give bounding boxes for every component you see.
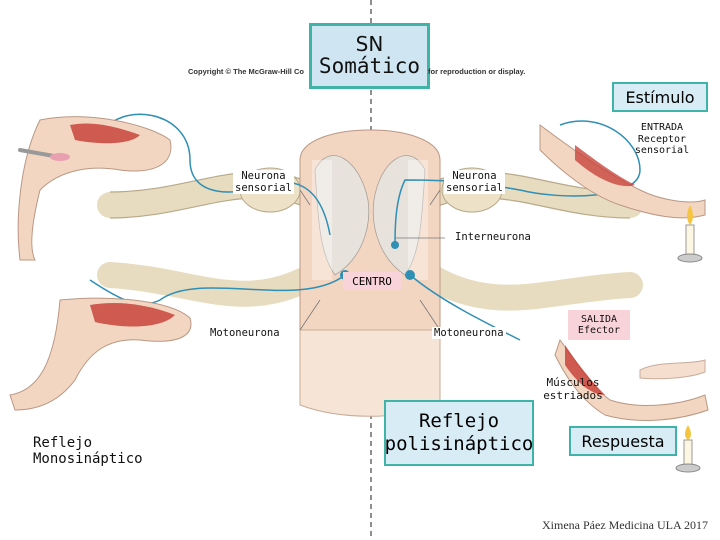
respuesta-label: Respuesta <box>569 426 677 456</box>
title-line-2: Somático <box>318 54 421 79</box>
leg-lower-left <box>9 297 192 411</box>
reflejo-monosinaptico-label: Reflejo Monosináptico <box>33 435 143 468</box>
arm-lower-right <box>554 338 709 421</box>
copyright-left: Copyright © The McGraw-Hill Co <box>188 67 304 76</box>
entrada-label: ENTRADA Receptor sensorial <box>634 122 690 156</box>
leader-lines <box>299 189 445 331</box>
reflejo-polisinaptico-box: Reflejo polisináptico <box>384 400 534 466</box>
leg-upper-left <box>17 116 172 261</box>
neurona-sensorial-left-label: Neurona sensorial <box>233 170 294 195</box>
title-line-1: SN <box>355 32 384 57</box>
copyright-right: for reproduction or display. <box>428 67 526 76</box>
estimulo-label: Estímulo <box>612 82 708 112</box>
centro-label: CENTRO <box>343 272 401 290</box>
musculos-label: Músculos estriados <box>543 376 603 402</box>
title-box: SN Somático <box>309 23 430 89</box>
neurona-sensorial-right-label: Neurona sensorial <box>444 170 505 195</box>
interneurona-label: Interneurona <box>453 231 533 244</box>
motoneurona-right-label: Motoneurona <box>432 327 506 340</box>
motoneurona-left-label: Motoneurona <box>208 327 282 340</box>
salida-label: SALIDA Efector <box>568 310 630 340</box>
credit-text: Ximena Páez Medicina ULA 2017 <box>542 518 708 532</box>
candle-lower <box>675 425 701 473</box>
candle-upper <box>677 205 703 263</box>
